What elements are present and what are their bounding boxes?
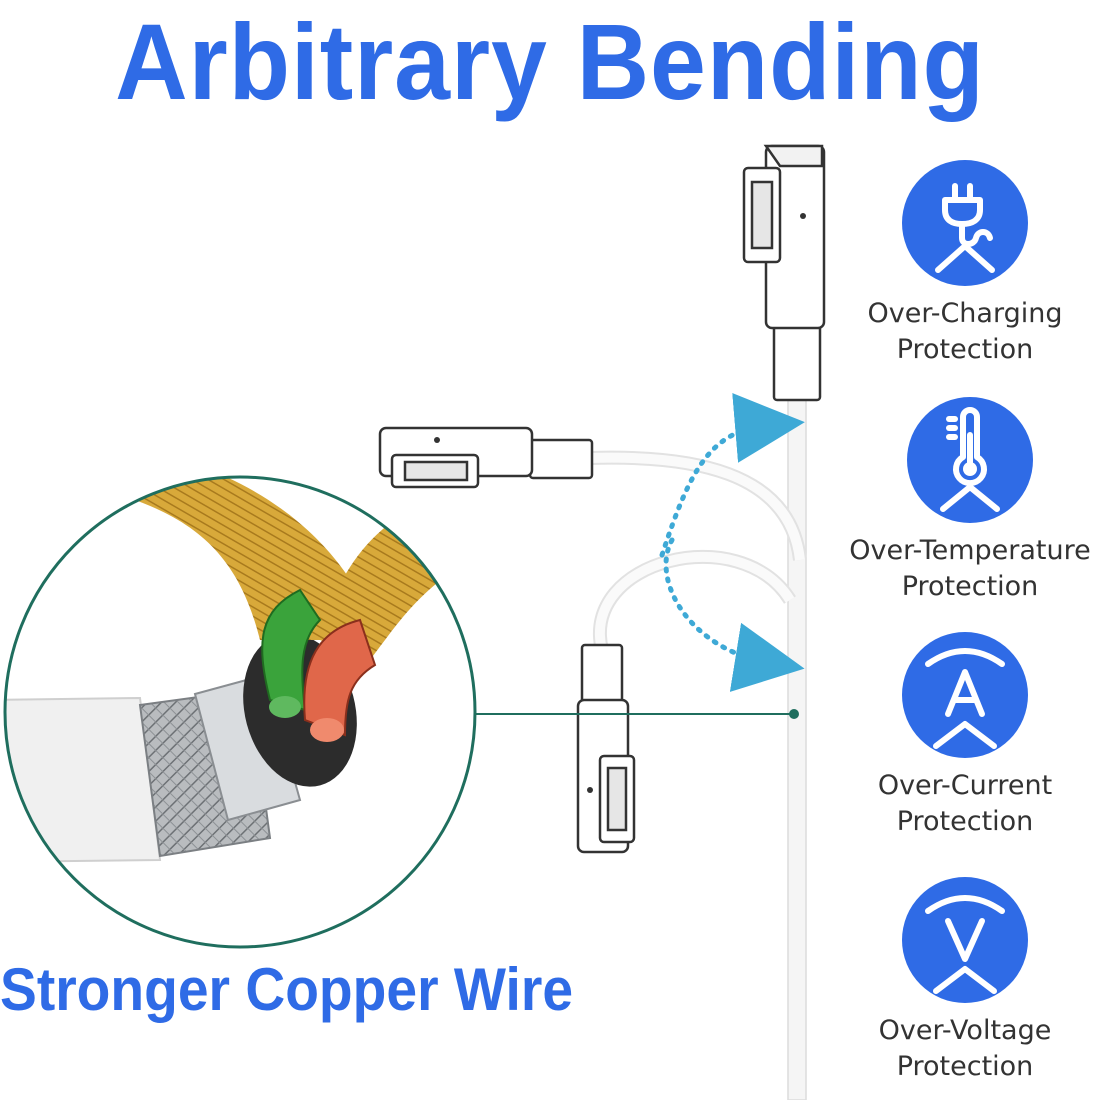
middle-connector — [378, 426, 807, 561]
feature-over-temperature: Over-Temperature Protection — [830, 395, 1100, 605]
zoom-callout-line — [475, 709, 799, 719]
copper-wire-zoom — [3, 475, 477, 949]
voltage-icon — [902, 877, 1028, 1003]
subtitle: Stronger Copper Wire — [0, 956, 574, 1023]
feature-label-line2: Protection — [896, 1051, 1034, 1082]
feature-label-line2: Protection — [896, 334, 1034, 365]
bend-arrows — [659, 393, 805, 692]
bottom-connector — [576, 549, 796, 854]
feature-label-line1: Over-Voltage — [878, 1015, 1052, 1046]
thermometer-icon — [907, 397, 1033, 523]
feature-label-line1: Over-Temperature — [849, 535, 1091, 566]
top-connector — [742, 144, 826, 402]
feature-label-line1: Over-Current — [877, 770, 1053, 801]
feature-label-line2: Protection — [901, 571, 1039, 602]
feature-over-voltage: Over-Voltage Protection — [825, 875, 1100, 1085]
main-cable — [787, 397, 807, 1100]
plug-icon — [902, 160, 1028, 286]
feature-label-line1: Over-Charging — [867, 298, 1063, 329]
feature-over-charging: Over-Charging Protection — [825, 158, 1100, 368]
feature-over-current: Over-Current Protection — [825, 630, 1100, 840]
ampere-icon — [902, 632, 1028, 758]
page-title: Arbitrary Bending — [115, 1, 985, 122]
feature-label-line2: Protection — [896, 806, 1034, 837]
